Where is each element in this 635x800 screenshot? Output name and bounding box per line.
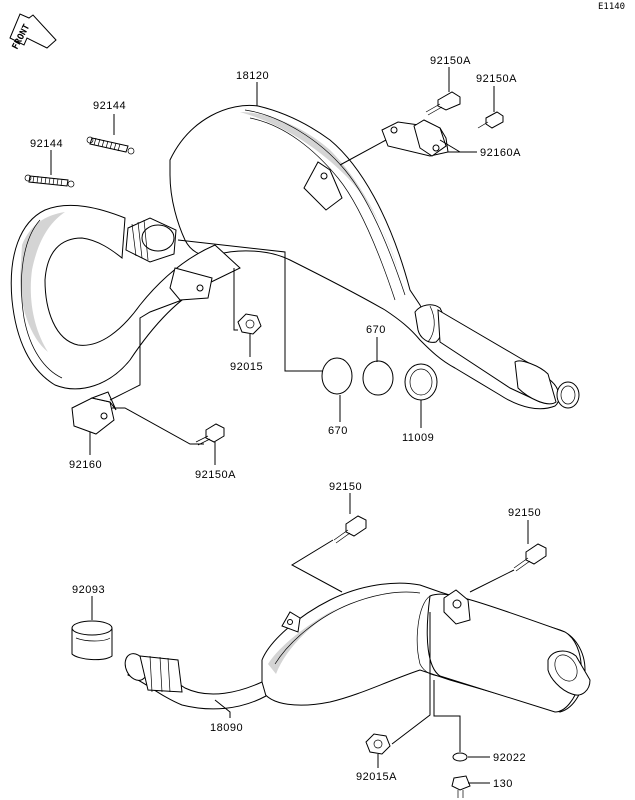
- bolt-130: [451, 775, 471, 798]
- label-92150a-bottom: 92150A: [195, 469, 236, 481]
- label-92015: 92015: [230, 361, 263, 373]
- label-92150a-top-2: 92150A: [476, 73, 517, 85]
- leader-lines-lower: [91, 493, 529, 784]
- spring-92144-upper: [86, 136, 135, 155]
- label-92093: 92093: [72, 584, 105, 596]
- sleeve-92093: [71, 620, 113, 661]
- bolt-92150a-bottom: [195, 423, 225, 446]
- nut-92015a: [365, 733, 391, 755]
- label-92160: 92160: [69, 459, 102, 471]
- part-labels: 18120 92150A 92150A 92160A 92144 92144 6…: [30, 55, 541, 790]
- bolt-92150a-top-2: [477, 111, 504, 129]
- bolt-92150a-top-1: [425, 91, 461, 116]
- label-92150a-top-1: 92150A: [430, 55, 471, 67]
- label-670-top: 670: [366, 324, 386, 336]
- label-92160a: 92160A: [480, 147, 521, 159]
- label-130: 130: [493, 778, 513, 790]
- front-direction-arrow: FRONT: [9, 13, 57, 51]
- gasket-11009: [404, 363, 438, 401]
- diagram-code: E1140: [598, 2, 625, 12]
- label-92150-left: 92150: [329, 481, 362, 493]
- bolt-92150-left: [333, 515, 367, 544]
- label-670-bottom: 670: [328, 425, 348, 437]
- label-11009: 11009: [402, 432, 434, 444]
- o-ring-670-right: [362, 360, 394, 396]
- bracket-92160a: [381, 119, 449, 157]
- label-92150-right: 92150: [508, 507, 541, 519]
- nut-92015: [237, 313, 262, 335]
- bracket-92160: [71, 391, 117, 435]
- spring-92144-lower: [24, 174, 75, 188]
- washer-92022: [452, 752, 468, 762]
- label-92144-lower: 92144: [30, 138, 63, 150]
- o-ring-670-left: [321, 357, 353, 395]
- expansion-chamber-18120: [169, 104, 580, 410]
- label-92022: 92022: [493, 752, 526, 764]
- tail-pipe-18090: [124, 653, 267, 710]
- leader-lines-upper: [50, 67, 495, 465]
- label-92015a: 92015A: [356, 771, 397, 783]
- bolt-92150-right: [513, 543, 547, 572]
- label-18090: 18090: [210, 722, 243, 734]
- head-pipe: [10, 204, 241, 390]
- silencer: [261, 582, 591, 713]
- label-18120: 18120: [236, 70, 269, 82]
- label-92144-upper: 92144: [93, 100, 126, 112]
